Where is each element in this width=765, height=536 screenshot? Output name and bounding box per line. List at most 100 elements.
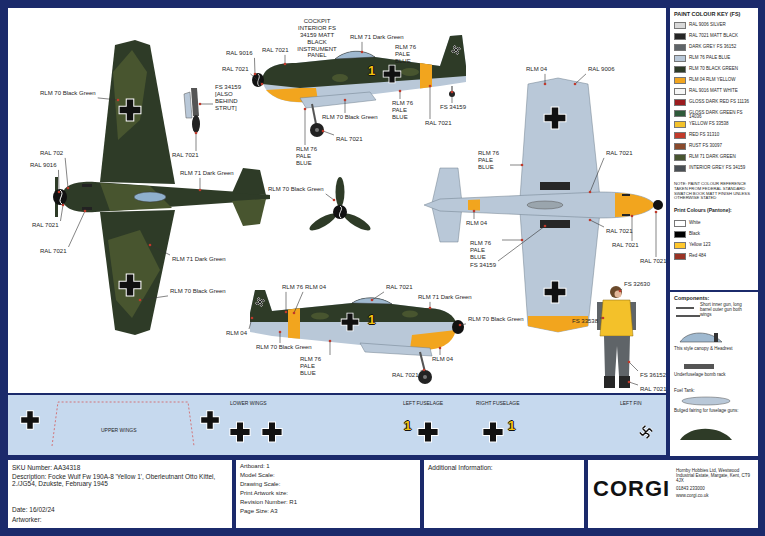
leader-line — [294, 292, 303, 313]
leader-line — [430, 86, 431, 119]
leader-line — [254, 58, 256, 74]
flying-helmet — [610, 286, 622, 298]
paint-callout: RLM 70 Black Green — [468, 316, 524, 323]
paint-callout: RAL 7021 — [40, 248, 66, 255]
info-text: RIGHT FUSELAGE — [476, 401, 520, 407]
info-text: Short inner gun, long barrel outer gun b… — [700, 302, 754, 318]
info-text: Fuel Tank: — [674, 388, 754, 393]
leader-dot — [58, 191, 61, 194]
info-text: Artworker: — [12, 516, 226, 523]
leader-dot — [344, 99, 347, 102]
paint-callout: RLM 04 — [305, 284, 326, 291]
wing — [520, 212, 600, 332]
legend-text: GLOSS DARK RED FS 11136 — [689, 100, 751, 105]
spinner — [653, 200, 663, 210]
leader-dot — [284, 63, 287, 66]
gun-barrel — [676, 315, 700, 317]
bomb-rack — [684, 364, 714, 369]
fuselage — [424, 192, 655, 218]
sku-info-box: SKU Number: AA34318Description: Focke Wu… — [8, 460, 232, 528]
leader-dot — [261, 83, 264, 86]
legend-text: YELLOW FS 33538 — [689, 122, 751, 127]
leader-dot — [521, 164, 524, 167]
leader-line — [575, 74, 586, 84]
paint-callout: RAL 9006 — [588, 66, 614, 73]
wing — [100, 40, 175, 184]
leader-line — [60, 205, 63, 221]
info-box-ground — [8, 460, 232, 528]
paint-callout: RAL 7021 — [262, 47, 288, 54]
legend-text: RAL 9006 SILVER — [689, 23, 751, 28]
paint-callout: FS 34159 — [440, 104, 466, 111]
legend-text: RAL 9016 MATT WHITE — [689, 89, 751, 94]
mottle — [401, 68, 419, 76]
info-text: Description: Focke Wulf Fw 190A-8 'Yello… — [12, 473, 226, 488]
paint-callout: RLM 76 PALE BLUE — [300, 356, 330, 377]
info-text: This style canopy & Headrest — [674, 346, 754, 351]
paint-callout: FS 34159 [ALSO BEHIND STRUT] — [215, 84, 253, 112]
leader-line — [150, 245, 170, 255]
paint-callout: RAL 9016 — [30, 162, 56, 169]
paint-callout: FS 32630 — [624, 281, 650, 288]
leader-line — [372, 292, 384, 300]
decal-cross — [262, 422, 281, 441]
spinner-spiral — [258, 74, 260, 86]
legend-text: RAL 7021 MATT BLACK — [689, 34, 751, 39]
paint-callout: RLM 70 Black Green — [40, 90, 96, 97]
decal-cross — [418, 422, 437, 441]
colour-swatch — [674, 33, 686, 40]
legend-text: Black — [689, 232, 751, 237]
life-vest — [600, 300, 633, 336]
camo-patch — [113, 50, 147, 140]
canopy-sketch — [680, 333, 722, 342]
leader-dot — [459, 324, 462, 327]
colour-swatch — [674, 143, 686, 150]
gear-well — [540, 182, 570, 190]
upper-wing-outline — [52, 402, 194, 446]
leader-dot — [329, 340, 332, 343]
mottle — [402, 311, 418, 318]
paint-callout: RAL 7021 — [172, 152, 198, 159]
decal-sheet-strip: UPPER WINGSLOWER WINGSLEFT FUSELAGE1RIGH… — [8, 395, 666, 455]
spinner — [333, 205, 347, 219]
colour-swatch — [674, 242, 686, 249]
info-text: Additional Information: — [428, 464, 578, 471]
paint-callout: RAL 9016 — [226, 50, 252, 57]
info-text: LOWER WINGS — [230, 401, 267, 407]
colour-swatch — [674, 231, 686, 238]
yellow-band — [468, 200, 480, 211]
leader-line — [502, 240, 522, 241]
exhaust — [82, 207, 92, 210]
leader-dot — [195, 132, 198, 135]
paint-callout: RLM 04 — [226, 330, 247, 337]
yellow-cowl — [615, 193, 655, 217]
info-text: Page Size: A3 — [240, 508, 416, 515]
wing — [520, 78, 600, 198]
legend-text: RLM 76 PALE BLUE — [689, 56, 751, 61]
colour-swatch — [674, 132, 686, 139]
leader-dot — [251, 317, 254, 320]
legend-text: RLM 71 DARK GREEN — [689, 155, 751, 160]
leader-dot — [304, 108, 307, 111]
decal-cross — [230, 422, 249, 441]
drop-tank — [527, 201, 563, 209]
gear-wheel — [418, 370, 432, 384]
info-text: Bulged fairing for fuselage guns: — [674, 408, 754, 413]
info-text: 01843 233000 — [676, 486, 754, 491]
legend-text: Yellow 123 — [689, 243, 751, 248]
leader-line — [326, 194, 334, 200]
info-box-ground — [588, 460, 758, 528]
gear-wheel — [192, 115, 200, 133]
info-text: NOTE: PAINT COLOUR REFERENCE TAKEN FROM … — [674, 182, 754, 201]
info-text: LEFT FIN — [620, 401, 642, 407]
paint-callout: FS 33538 — [572, 318, 598, 325]
gear-hub — [315, 128, 319, 132]
leader-line — [280, 332, 281, 343]
legend-text: RED FS 31310 — [689, 133, 751, 138]
info-text: PAINT COLOUR KEY (FS) — [674, 11, 754, 17]
decal-strip-ground — [8, 395, 666, 455]
paint-callout: RLM 76 PALE BLUE — [470, 240, 500, 261]
colour-swatch — [674, 220, 686, 227]
